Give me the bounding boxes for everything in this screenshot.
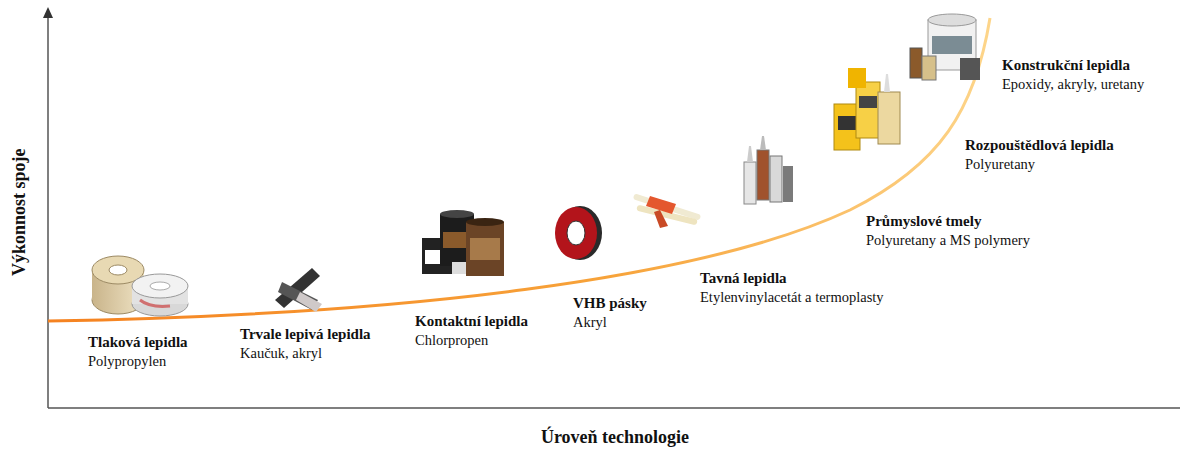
category-heading: Tavná lepidla bbox=[700, 270, 787, 287]
tape-rolls-picture bbox=[92, 256, 188, 316]
x-axis-title: Úroveň technologie bbox=[541, 427, 689, 448]
category-heading: Rozpouštědlová lepidla bbox=[965, 137, 1114, 154]
structural-adhesive-picture bbox=[910, 14, 980, 80]
hot-melt-gun-picture bbox=[633, 193, 701, 228]
material-text: Epoxidy, akryly, uretany bbox=[1002, 76, 1144, 93]
vhb-tape-picture bbox=[555, 206, 602, 260]
tape-strip-picture bbox=[275, 268, 322, 312]
y-axis-title: Výkonnost spoje bbox=[10, 148, 31, 276]
category-heading: Kontaktní lepidla bbox=[415, 313, 528, 330]
material-text: Polyuretany bbox=[965, 156, 1035, 173]
material-text: Polyuretany a MS polymery bbox=[866, 232, 1030, 249]
solvent-adhesive-picture bbox=[834, 68, 900, 150]
category-heading: Průmyslové tmely bbox=[866, 213, 981, 230]
material-text: Kaučuk, akryl bbox=[240, 345, 322, 362]
material-text: Etylenvinylacetát a termoplasty bbox=[700, 289, 884, 306]
material-text: Polypropylen bbox=[88, 353, 166, 370]
sealant-cartridges-picture bbox=[744, 136, 793, 204]
technology-curve bbox=[48, 18, 990, 321]
contact-adhesive-cans-picture bbox=[422, 210, 504, 276]
category-heading: Tlaková lepidla bbox=[88, 334, 188, 351]
category-heading: VHB pásky bbox=[573, 295, 647, 312]
category-heading: Trvale lepivá lepidla bbox=[240, 326, 371, 343]
axes bbox=[43, 7, 1180, 408]
material-text: Akryl bbox=[573, 314, 607, 331]
material-text: Chlorpropen bbox=[415, 332, 488, 349]
category-heading: Konstrukční lepidla bbox=[1002, 57, 1130, 74]
